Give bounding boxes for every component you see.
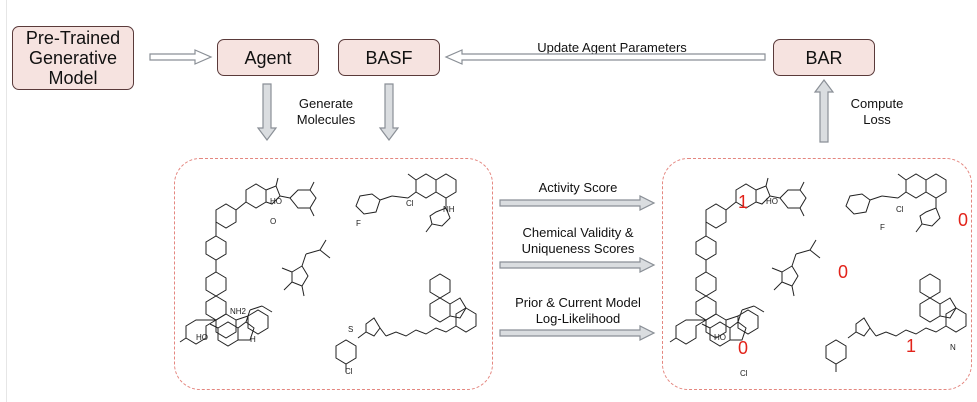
activity-score-label: Activity Score: [538, 180, 618, 195]
molecule-ascorbic-left: [281, 239, 331, 297]
score-ascorbic: 0: [838, 262, 849, 282]
atom-hydroxyl-label-4: HO: [714, 333, 726, 342]
atom-fluorine-label-2: F: [880, 223, 885, 232]
update-agent-label: Update Agent Parameters: [537, 40, 687, 55]
atom-chlorine-label-1: Cl: [406, 199, 414, 208]
generate-molecules-label: Generate Molecules: [296, 96, 356, 127]
atom-hydroxyl-label-2: HO: [196, 333, 208, 342]
score-gefitinib: 0: [958, 210, 969, 230]
atom-hydroxyl-label-3: HO: [766, 197, 778, 206]
basf-down-arrow: [378, 83, 400, 141]
molecule-linker-right: [825, 273, 967, 373]
log-likelihood-label: Prior & Current Model Log-Likelihood: [515, 295, 641, 326]
atom-fluorine-label-1: F: [356, 219, 361, 228]
pretrained-model-box: Pre-Trained Generative Model: [12, 26, 134, 90]
pretrained-model-label: Pre-Trained Generative Model: [25, 28, 121, 88]
basf-label: BASF: [365, 47, 413, 68]
scored-molecules-panel: [662, 158, 972, 390]
molecule-gefitinib-right: [845, 173, 947, 233]
atom-oxygen-label-1: O: [270, 217, 276, 226]
compute-loss-up-arrow: [813, 79, 835, 143]
score-linker: 1: [906, 336, 917, 356]
generated-molecules-panel: [174, 158, 493, 390]
atom-chlorine-label-2: Cl: [345, 367, 353, 376]
molecule-linker-left: [335, 273, 477, 373]
molecule-protac-left: [179, 177, 317, 345]
left-divider: [6, 0, 7, 402]
agent-down-arrow: [256, 83, 278, 141]
atom-amine-label-1: NH: [443, 205, 455, 214]
compute-loss-label: Compute Loss: [850, 96, 904, 127]
molecule-serotonin-right: [701, 305, 765, 347]
atom-hydroxyl-label-1: HO: [270, 197, 282, 206]
atom-chlorine-label-3: Cl: [896, 205, 904, 214]
score-serotonin: 0: [738, 338, 749, 358]
bar-box: BAR: [773, 39, 875, 76]
basf-box: BASF: [338, 39, 440, 76]
score-protac: 1: [738, 192, 749, 212]
molecule-ascorbic-right: [771, 239, 821, 297]
atom-labels: HO O Cl F NH HO NH2 H S Cl HO Cl F HO Cl…: [196, 197, 956, 378]
atom-chlorine-label-4: Cl: [740, 369, 748, 378]
atom-amine2-label-1: NH2: [230, 307, 247, 316]
atom-nitrogen-label-1: N: [950, 343, 956, 352]
likelihood-arrow: [499, 325, 656, 341]
bar-to-basf-arrow: [444, 49, 766, 65]
bar-label: BAR: [805, 47, 843, 68]
agent-label: Agent: [244, 47, 292, 68]
validity-arrow: [499, 257, 656, 273]
activity-arrow: [499, 195, 656, 211]
atom-sulfur-label-1: S: [348, 325, 353, 334]
pretrained-to-agent-arrow: [149, 49, 213, 65]
agent-box: Agent: [217, 39, 319, 76]
atom-indole-h-label-1: H: [250, 335, 256, 344]
validity-uniqueness-label: Chemical Validity & Uniqueness Scores: [521, 225, 635, 256]
